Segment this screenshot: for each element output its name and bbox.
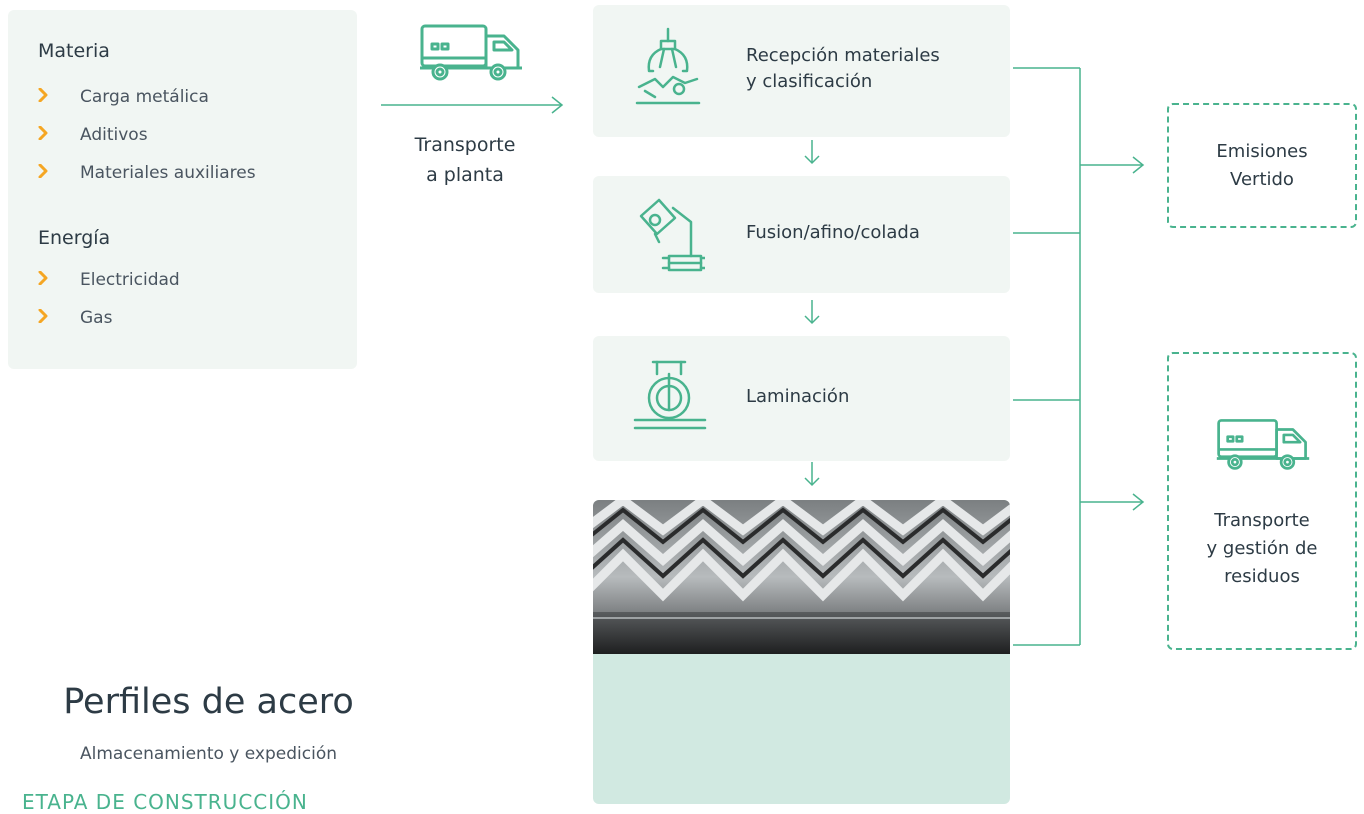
- arrowhead: [551, 96, 564, 114]
- chevron-right-icon: [38, 163, 56, 183]
- transport-in-line1: Transporte: [414, 134, 516, 156]
- transport-in-label: Transporte a planta: [385, 130, 545, 190]
- waste-line3: residuos: [1224, 566, 1300, 587]
- arrowhead: [1132, 156, 1145, 174]
- product-title: Perfiles de acero: [63, 682, 354, 722]
- energia-item-electricidad: Electricidad: [80, 270, 180, 290]
- chevron-right-icon: [38, 308, 56, 328]
- process-step-fusion: Fusion/afino/colada: [593, 176, 1010, 293]
- fusion-label: Fusion/afino/colada: [746, 222, 920, 243]
- arrowhead: [804, 315, 820, 325]
- materia-item-auxiliares: Materiales auxiliares: [80, 163, 256, 183]
- arrowhead: [804, 477, 820, 487]
- chevron-right-icon: [38, 270, 56, 290]
- energia-title: Energía: [38, 227, 111, 249]
- output-waste-box: Transporte y gestión de residuos: [1167, 352, 1357, 650]
- chevron-right-icon: [38, 87, 56, 107]
- arrowhead: [1132, 493, 1145, 511]
- product-subtitle: Almacenamiento y expedición: [79, 744, 337, 764]
- list-item: Aditivos: [38, 116, 256, 154]
- laminacion-label: Laminación: [746, 386, 850, 407]
- steel-profiles-image: [593, 500, 1010, 654]
- emissions-line2: Vertido: [1230, 169, 1294, 190]
- reception-line2: y clasificación: [746, 71, 873, 92]
- materia-title: Materia: [38, 40, 110, 62]
- crane-claw-icon: [635, 27, 701, 105]
- materia-item-carga: Carga metálica: [80, 87, 209, 107]
- ladle-icon: [639, 198, 705, 272]
- truck-icon: [420, 24, 522, 81]
- transport-in-line2: a planta: [426, 164, 504, 186]
- waste-line2: y gestión de: [1206, 538, 1318, 559]
- reception-line1: Recepción materiales: [746, 45, 940, 66]
- arrowhead: [804, 155, 820, 165]
- energia-item-gas: Gas: [80, 308, 113, 328]
- waste-line1: Transporte: [1214, 510, 1310, 531]
- product-box: [593, 500, 1010, 804]
- process-step-reception: Recepción materiales y clasificación: [593, 5, 1010, 137]
- list-item: Gas: [38, 299, 180, 337]
- materia-item-aditivos: Aditivos: [80, 125, 148, 145]
- footer-section-title: ETAPA DE CONSTRUCCIÓN: [22, 790, 308, 814]
- output-emissions-box: Emisiones Vertido: [1167, 103, 1357, 228]
- reception-label: Recepción materiales y clasificación: [746, 43, 940, 95]
- roller-icon: [633, 360, 707, 430]
- energia-list: Electricidad Gas: [38, 261, 180, 337]
- materia-list: Carga metálica Aditivos Materiales auxil…: [38, 78, 256, 192]
- list-item: Materiales auxiliares: [38, 154, 256, 192]
- inputs-panel: Materia Carga metálica Aditivos Material…: [8, 10, 357, 369]
- process-step-laminacion: Laminación: [593, 336, 1010, 461]
- emissions-line1: Emisiones: [1216, 141, 1308, 162]
- truck-icon: [1216, 419, 1310, 470]
- list-item: Carga metálica: [38, 78, 256, 116]
- chevron-right-icon: [38, 125, 56, 145]
- list-item: Electricidad: [38, 261, 180, 299]
